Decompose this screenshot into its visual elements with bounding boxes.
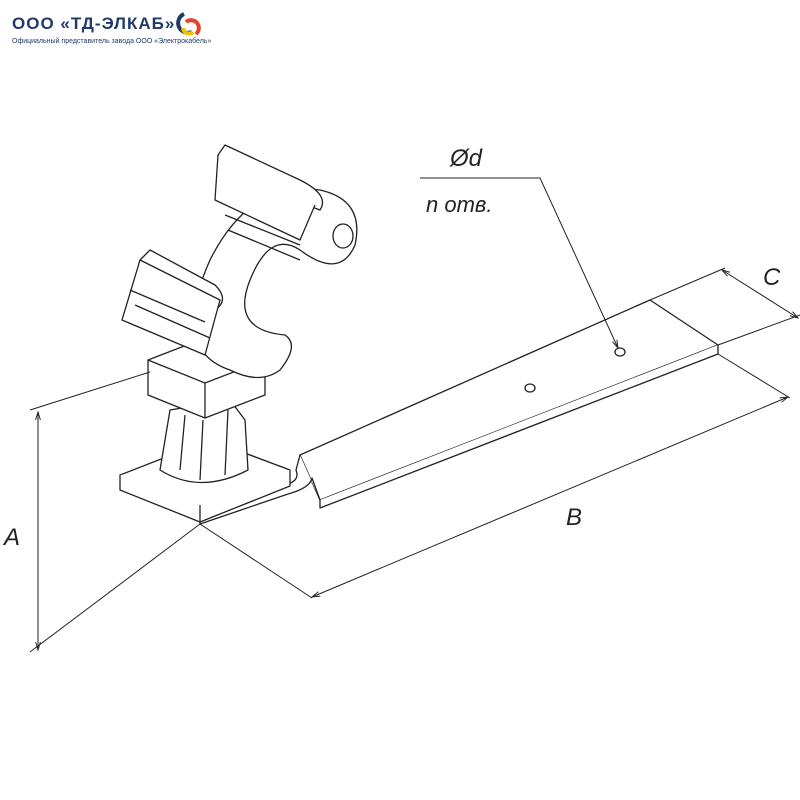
mounting-plate: [299, 299, 719, 501]
extension-line: [199, 523, 313, 599]
dimension-a-label: A: [4, 524, 21, 551]
clamp-grooves: [129, 214, 301, 339]
hole-diameter-label: Ød: [450, 145, 483, 172]
dimension-b-label: B: [566, 504, 583, 531]
extension-line: [29, 371, 151, 411]
extension-line: [649, 267, 726, 301]
extension-line: [29, 523, 201, 653]
dimension-lines: [29, 177, 800, 653]
extension-line: [717, 353, 791, 399]
bracket-part: [119, 144, 719, 525]
base-pad-edge: [119, 470, 291, 523]
hole-count-label: n отв.: [426, 192, 493, 217]
mounting-hole: [614, 347, 626, 357]
logo-mark-icon: [176, 12, 201, 36]
logo-title: ООО «ТД-ЭЛКАБ»: [12, 14, 176, 33]
clamp-pivot-hole: [332, 223, 354, 249]
dimension-c-line: [722, 270, 798, 318]
extension-line: [717, 314, 800, 346]
mounting-hole: [524, 383, 536, 393]
clamp-jaw-upper-side: [214, 154, 316, 241]
hole-leader-line: [420, 177, 618, 348]
clamp-body: [193, 188, 358, 379]
clamp-jaw-upper: [217, 144, 324, 211]
dimension-b-line: [312, 397, 788, 597]
dimension-c-label: C: [763, 264, 781, 291]
logo-subtitle: Официальный представитель завода ООО «Эл…: [12, 38, 212, 45]
post-ribs: [179, 409, 229, 481]
